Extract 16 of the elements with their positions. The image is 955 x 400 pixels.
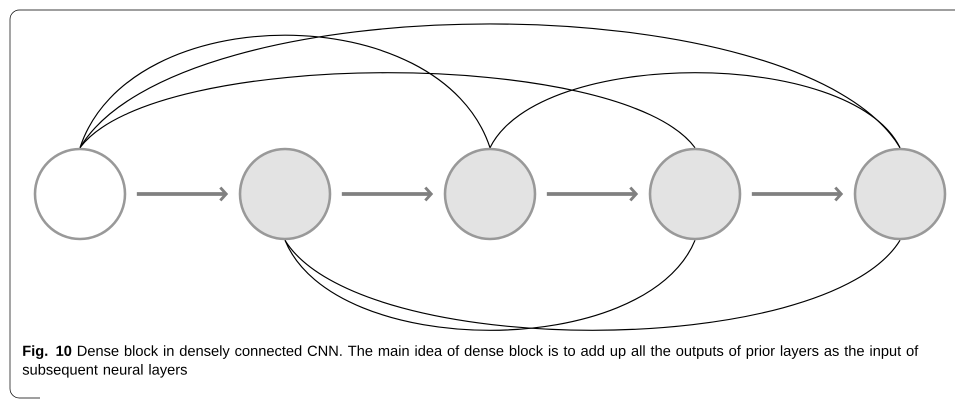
connection-curve	[80, 72, 696, 148]
arrow	[752, 186, 844, 202]
arrow	[546, 186, 638, 202]
layer-circle	[34, 148, 126, 240]
connection-curve	[284, 240, 900, 331]
layer-circle	[238, 148, 332, 240]
connection-curve	[80, 24, 900, 148]
connection-curve	[79, 34, 491, 148]
figure-caption: Fig. 10 Dense block in densely connected CNN. The main idea of dense block is to add up all the outputs of prior layers as the input of subsequent neural layers	[22, 345, 918, 378]
arrow	[136, 186, 228, 202]
layer-circle	[854, 148, 946, 240]
layer-circle	[648, 148, 742, 240]
layer-circle	[444, 148, 536, 240]
connection-curve	[284, 240, 696, 331]
connection-curve	[490, 72, 900, 148]
arrow	[342, 186, 434, 202]
